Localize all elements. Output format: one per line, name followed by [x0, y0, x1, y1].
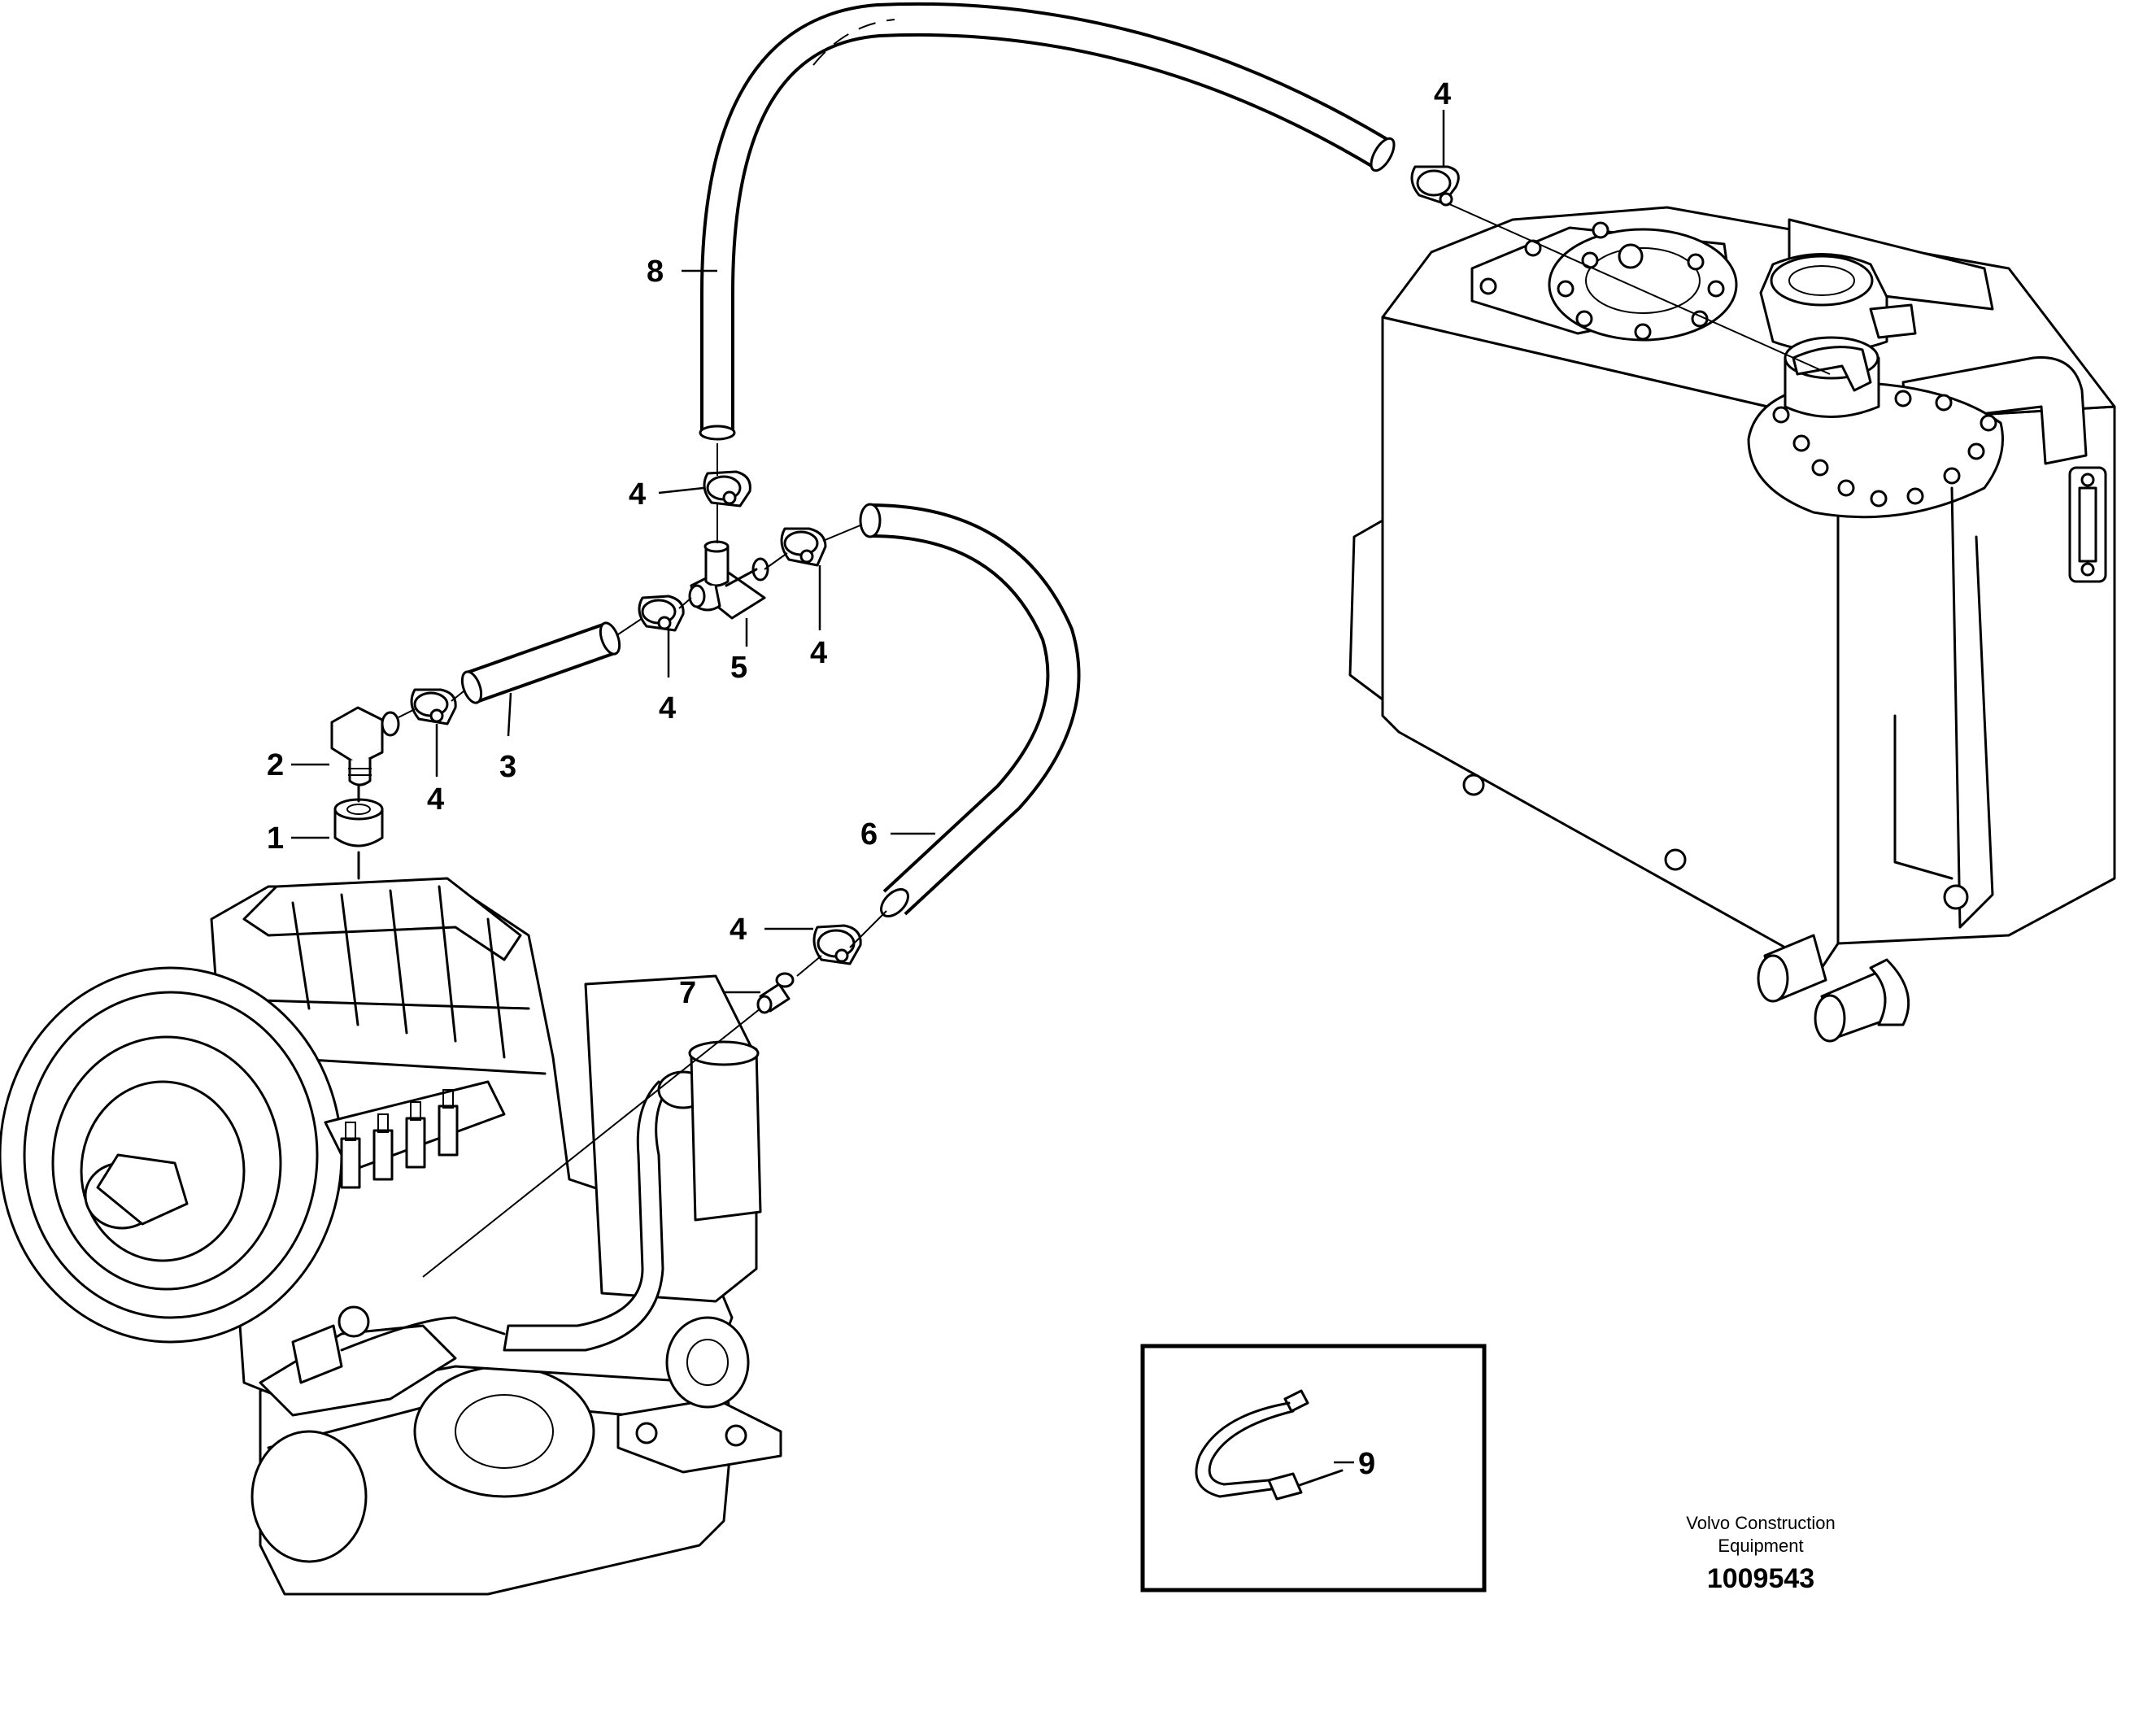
- clamp-4-right-of-tee: [780, 527, 827, 567]
- callout-labels: 1 2 3 4 4 4 4 4 5 6 4 7 8 9: [267, 77, 1451, 1481]
- clamp-4-left-of-tee: [638, 595, 685, 632]
- part-2-elbow: [330, 706, 400, 803]
- part-5-tee-fitting: [688, 540, 769, 620]
- hose-8: [699, 2, 1396, 441]
- callout-2: 2: [267, 748, 284, 782]
- clamp-4-upper: [703, 470, 751, 508]
- callout-7: 7: [679, 976, 696, 1010]
- part-7-connector: [756, 972, 795, 1014]
- clamp-4-top-right: [1410, 165, 1460, 207]
- hose-3: [460, 621, 621, 704]
- brand-line-1: Volvo Construction: [1686, 1513, 1835, 1533]
- callout-8: 8: [647, 255, 664, 289]
- leader-lines: [291, 110, 1445, 1464]
- callout-4-left: 4: [427, 782, 444, 817]
- callout-6: 6: [860, 817, 878, 852]
- callout-1: 1: [267, 821, 284, 856]
- assembly-lines: [398, 203, 1831, 1278]
- clamp-4-left: [410, 688, 457, 725]
- hose-6: [859, 503, 1081, 917]
- inset-cable-tie-box: [1140, 1344, 1487, 1592]
- footer-block: Volvo Construction Equipment 1009543: [1686, 1513, 1835, 1594]
- callout-4-top-right: 4: [1434, 77, 1451, 111]
- callout-5: 5: [730, 651, 747, 685]
- callout-4-left-of-tee: 4: [659, 691, 676, 725]
- clamp-4-lower: [812, 924, 862, 965]
- hydraulic-tank: [1348, 206, 2116, 1043]
- sensor-connectors: [340, 1089, 459, 1189]
- part-1-adapter: [333, 798, 384, 880]
- callout-3: 3: [499, 750, 516, 784]
- callout-4-right-of-tee: 4: [810, 636, 827, 670]
- callout-4-upper: 4: [629, 477, 646, 512]
- brand-line-2: Equipment: [1718, 1536, 1803, 1556]
- document-number: 1009543: [1707, 1563, 1814, 1594]
- transmission-housing: [0, 877, 782, 1596]
- callout-4-lower: 4: [730, 913, 747, 947]
- callout-9: 9: [1358, 1447, 1375, 1481]
